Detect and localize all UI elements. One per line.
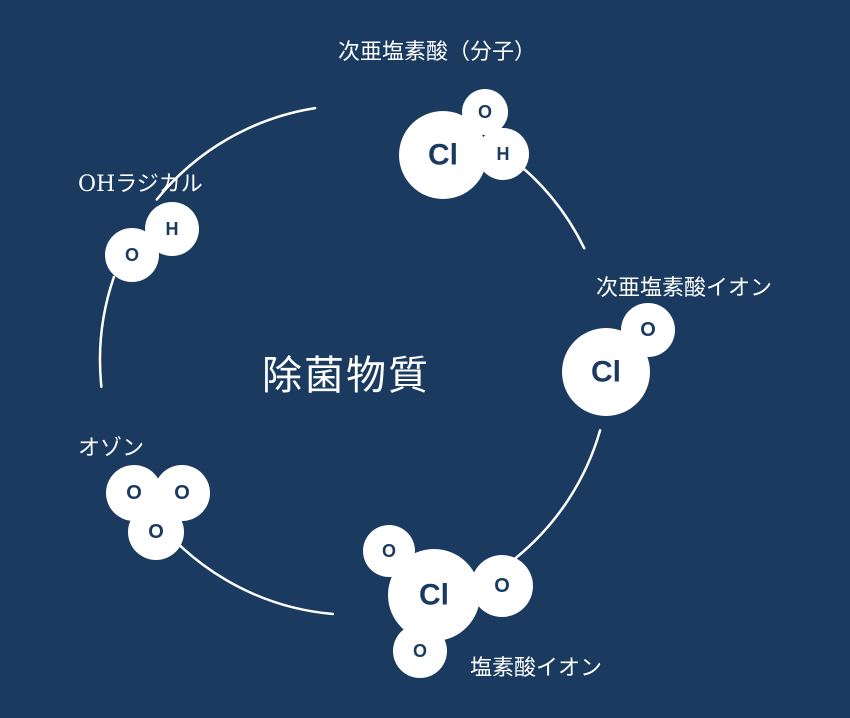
- atom-o: [621, 303, 675, 357]
- atom-label-o: O: [382, 541, 396, 561]
- label-oh-radical: OHラジカル: [78, 172, 203, 197]
- atom-o: [128, 504, 184, 560]
- atom-cl: [388, 549, 480, 641]
- atom-label-h: H: [166, 219, 179, 239]
- atom-label-o: O: [640, 319, 656, 341]
- label-chlorate-ion: 塩素酸イオン: [470, 656, 603, 681]
- atom-label-o: O: [478, 102, 492, 122]
- label-hypochlorous-acid: 次亜塩素酸（分子）: [338, 40, 537, 65]
- atom-label-o: O: [494, 575, 510, 597]
- atom-cl: [399, 111, 487, 199]
- atom-h: [145, 202, 199, 256]
- molecule-hypochlorous-acid: Cl O H: [399, 89, 529, 199]
- ring-arc-5: [98, 275, 116, 388]
- atom-o: [462, 89, 508, 135]
- ring-arc-3: [514, 429, 602, 560]
- atom-label-cl: Cl: [428, 139, 458, 172]
- atom-label-cl: Cl: [419, 579, 449, 612]
- atom-label-h: H: [497, 144, 510, 164]
- label-ozone: オゾン: [78, 436, 145, 461]
- atom-label-o: O: [148, 521, 164, 543]
- atom-label-o: O: [174, 482, 190, 504]
- atom-label-o: O: [413, 641, 427, 661]
- atom-o: [105, 228, 159, 282]
- atom-label-o: O: [125, 245, 139, 265]
- atom-o: [393, 624, 447, 678]
- atom-h: [477, 128, 529, 180]
- atom-label-cl: Cl: [591, 356, 621, 389]
- atom-o: [471, 555, 533, 617]
- ring-arc-1: [155, 106, 317, 201]
- molecule-hypochlorite-ion: Cl O: [562, 303, 675, 416]
- center-title: 除菌物質: [262, 353, 430, 399]
- atom-label-o: O: [126, 482, 142, 504]
- molecule-oh-radical: OH: [105, 202, 199, 282]
- atom-o: [363, 525, 415, 577]
- atom-cl: [562, 328, 650, 416]
- label-hypochlorite-ion: 次亜塩素酸イオン: [596, 276, 773, 301]
